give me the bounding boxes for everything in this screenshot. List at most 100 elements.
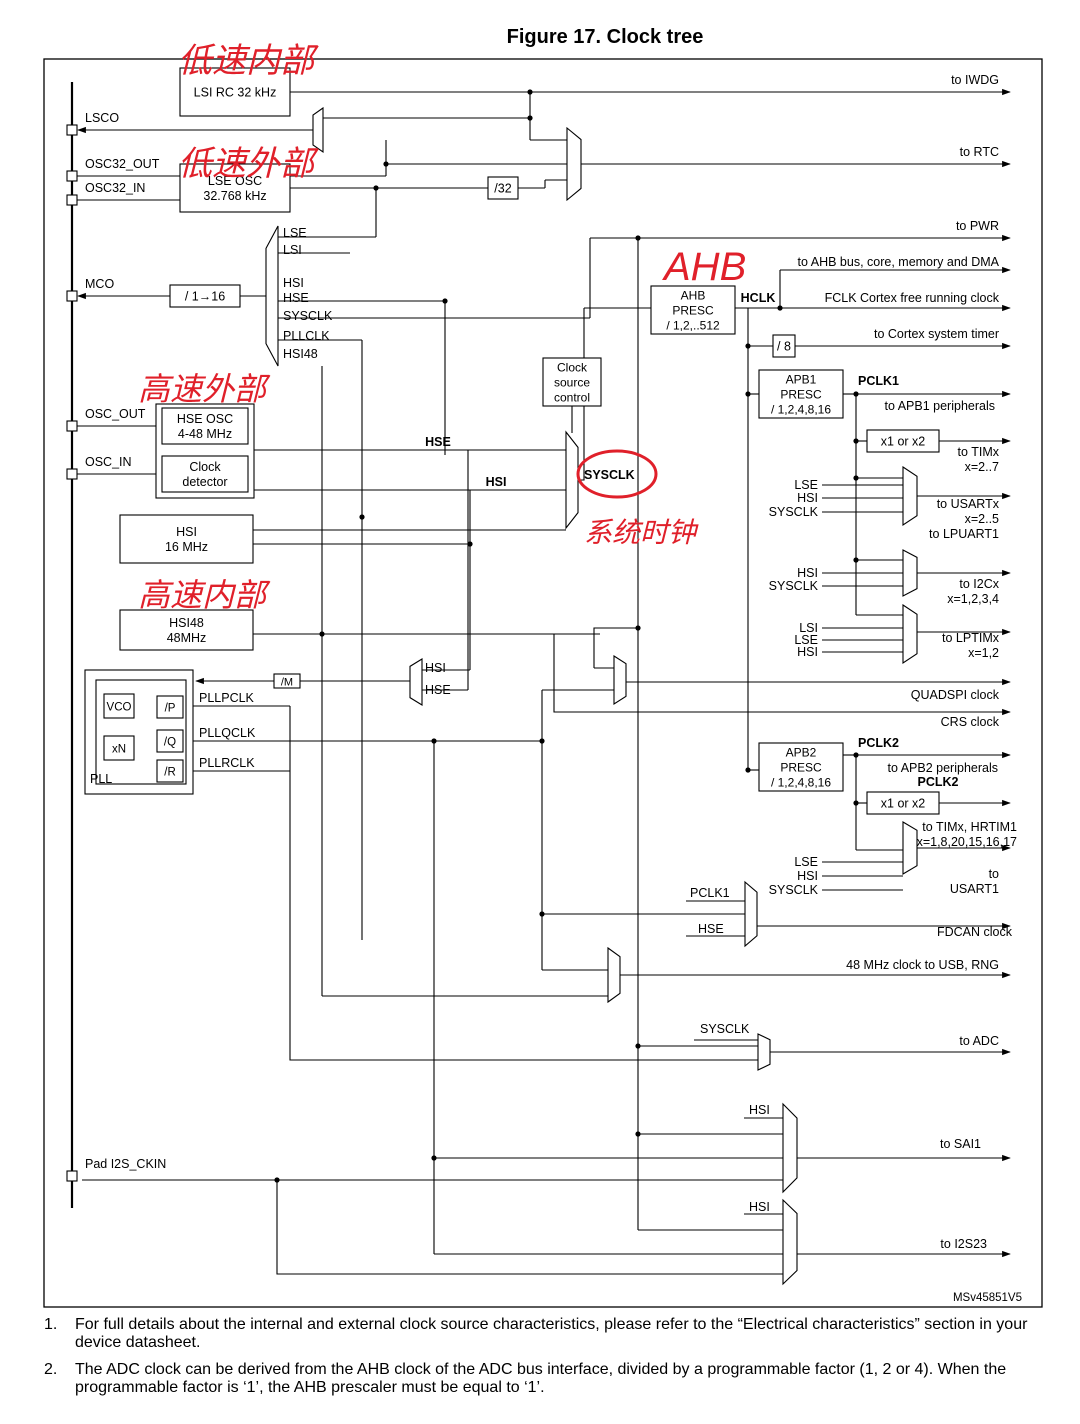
pin-label-osc-in: OSC_IN — [85, 455, 132, 469]
pin-label-lsco: LSCO — [85, 111, 119, 125]
clock-detector-label: Clock — [189, 460, 221, 474]
apb1-presc-label: APB1 — [786, 373, 817, 387]
div-p-box — [156, 695, 184, 719]
lsco-mux — [312, 106, 324, 154]
pin-pad-i2s-ckin — [66, 1170, 78, 1182]
sai-mux-input: HSI — [749, 1103, 770, 1117]
output-label-apb2: to APB2 peripherals — [888, 761, 999, 775]
junction-dot — [539, 911, 545, 917]
hclk-label: HCLK — [741, 291, 776, 305]
junction-dot — [431, 1155, 437, 1161]
pll-label: PLL — [90, 772, 112, 786]
hsi48-label: HSI48 — [169, 616, 204, 630]
lsi-rc-box — [179, 67, 291, 117]
div-q-box — [156, 729, 184, 753]
output-label-quadspi: QUADSPI clock — [911, 688, 1000, 702]
lse-osc-box — [179, 163, 291, 213]
handwritten-hse-note: 高速外部 — [138, 371, 271, 407]
handwritten-sysclk-note: 系统时钟 — [584, 517, 699, 548]
clock-source-control-label: source — [554, 376, 590, 390]
junction-dot — [359, 514, 365, 520]
ahb-presc-label: PRESC — [672, 304, 714, 318]
apb1-presc-label: / 1,2,4,8,16 — [771, 403, 831, 417]
pclk2-label: PCLK2 — [858, 736, 899, 750]
junction-dot — [853, 557, 859, 563]
junction-dot — [373, 185, 379, 191]
junction-dot — [274, 1177, 280, 1183]
junction-dot — [527, 115, 533, 121]
junction-dot — [745, 343, 751, 349]
output-label-tim2: to TIMx, HRTIM1 — [922, 820, 1017, 834]
pin-label-osc32-in: OSC32_IN — [85, 181, 145, 195]
output-label-usart-range: x=2..5 — [965, 512, 999, 526]
pin-osc32-in — [66, 194, 78, 206]
x1x2-a-label: x1 or x2 — [881, 435, 926, 449]
fdcan-mux-input: HSE — [698, 922, 724, 936]
output-label-fclk: FCLK Cortex free running clock — [825, 291, 1000, 305]
handwritten-lse-note: 低速外部 — [178, 145, 319, 183]
apb2-presc-label: / 1,2,4,8,16 — [771, 776, 831, 790]
clock-source-control-label: Clock — [557, 361, 588, 375]
usart-mux-input: SYSCLK — [769, 505, 819, 519]
usb-mux — [607, 946, 621, 1004]
div8-box — [772, 334, 796, 358]
clock-detector-label: detector — [182, 475, 227, 489]
output-label-adc: to ADC — [959, 1034, 999, 1048]
clock-source-control-box — [542, 357, 602, 407]
usart1-mux — [902, 821, 918, 875]
figure-frame — [43, 58, 1043, 1308]
output-label-usart1-to: to — [989, 867, 999, 881]
output-label-tim1: to TIMx — [958, 445, 1000, 459]
junction-dot — [467, 541, 473, 547]
lptim-mux-input: LSI — [799, 621, 818, 635]
usart1-mux-input: SYSCLK — [769, 883, 819, 897]
x1x2-a-box — [866, 429, 940, 453]
apb2-presc-label: APB2 — [786, 746, 817, 760]
junction-dot — [431, 738, 437, 744]
output-label-usart1: USART1 — [950, 882, 999, 896]
lse-osc-label: LSE OSC — [208, 174, 262, 188]
output-label-lptim-range: x=1,2 — [968, 646, 999, 660]
figure-notes: 1. For full details about the internal a… — [44, 1316, 1044, 1406]
apb1-presc-label: PRESC — [780, 388, 822, 402]
pin-label-osc32-out: OSC32_OUT — [85, 157, 160, 171]
footnote-text: The ADC clock can be derived from the AH… — [75, 1361, 1007, 1396]
rtc-mux — [566, 126, 582, 202]
output-label-lpuart: to LPUART1 — [929, 527, 999, 541]
pin-lsco — [66, 124, 78, 136]
pin-osc-out — [66, 420, 78, 432]
output-label-crs: CRS clock — [941, 715, 1000, 729]
pll-src-mux — [409, 658, 423, 706]
output-label-tim1-range: x=2..7 — [965, 460, 999, 474]
quadspi-mux — [613, 654, 627, 706]
junction-dot — [539, 738, 545, 744]
adc-mux-input: SYSCLK — [700, 1022, 750, 1036]
usart1-mux-input: LSE — [794, 855, 818, 869]
ahb-presc-label: / 1,2,..512 — [666, 319, 720, 333]
div-p-label: /P — [165, 703, 176, 715]
i2s-mux-input: HSI — [749, 1200, 770, 1214]
pll-inner — [95, 679, 187, 785]
quadspi-wire — [593, 627, 638, 668]
output-label-iwdg: to IWDG — [951, 73, 999, 87]
div32-label: /32 — [494, 182, 511, 196]
vco-box — [103, 693, 135, 719]
junction-dot — [853, 475, 859, 481]
footnote-number: 2. — [44, 1361, 58, 1378]
junction-dot — [383, 161, 389, 167]
junction-dot — [635, 1131, 641, 1137]
i2s-ckin-wire — [276, 1180, 783, 1275]
handwritten-lsi-note: 低速内部 — [178, 42, 319, 80]
div-r-label: /R — [164, 767, 176, 779]
handwritten-hsi-note: 高速内部 — [138, 577, 271, 613]
hsi16-label: 16 MHz — [165, 540, 208, 554]
sysclk-label: SYSCLK — [584, 468, 635, 482]
output-label-tim2-range: x=1,8,20,15,16,17 — [917, 835, 1017, 849]
output-label-lptim: to LPTIMx — [942, 631, 1000, 645]
hse-osc-label: 4-48 MHz — [178, 427, 232, 441]
lptim-mux-input: HSI — [797, 645, 818, 659]
i2c-mux — [902, 549, 918, 597]
output-label-rtc: to RTC — [960, 145, 999, 159]
pll-src-hse: HSE — [425, 683, 451, 697]
mco-input-label: HSI — [283, 276, 304, 290]
